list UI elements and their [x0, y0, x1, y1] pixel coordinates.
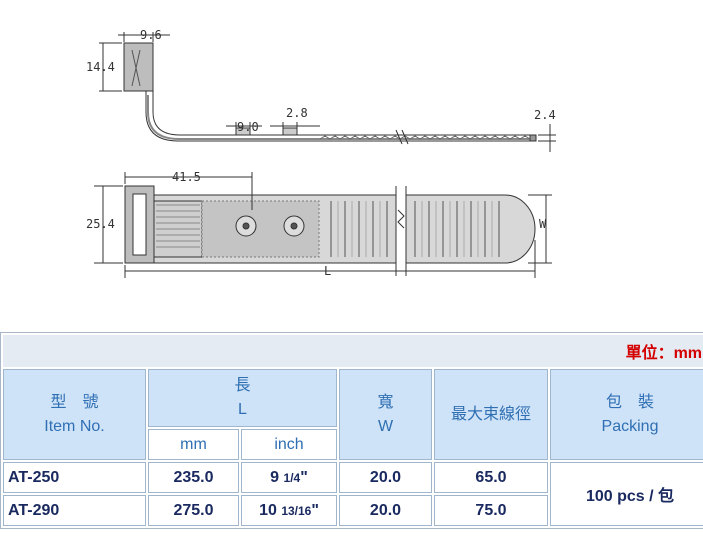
dim-width-label: W	[539, 217, 547, 231]
header-model-en: Item No.	[44, 417, 105, 435]
unit-row: 單位：mm	[3, 335, 703, 367]
row-length-mm: 275.0	[148, 495, 239, 526]
spec-table: 單位：mm 型 號 Item No. 長 L 寬 W 最大束線徑 包 裝 Pac…	[0, 332, 703, 529]
spec-table-container: 單位：mm 型 號 Item No. 長 L 寬 W 最大束線徑 包 裝 Pac…	[0, 332, 703, 541]
dim-tail-thickness: 2.4	[534, 108, 556, 122]
unit-label: 單位：mm	[3, 335, 703, 367]
header-packing: 包 裝 Packing	[550, 369, 703, 460]
row-width: 20.0	[339, 462, 432, 493]
inch-mark: "	[300, 468, 308, 486]
header-width-zh: 寬	[377, 393, 394, 411]
dim-head-height: 25.4	[86, 217, 115, 231]
header-length-en: L	[238, 401, 247, 418]
header-length-mm: mm	[148, 429, 239, 460]
header-row: 型 號 Item No. 長 L 寬 W 最大束線徑 包 裝 Packing	[3, 369, 703, 460]
row-model: AT-250	[3, 462, 146, 493]
header-max-bundle: 最大束線徑	[434, 369, 548, 460]
dim-top-height: 14.4	[86, 60, 115, 74]
header-packing-en: Packing	[601, 417, 659, 435]
row-bundle: 65.0	[434, 462, 548, 493]
header-model-zh: 型 號	[50, 393, 99, 411]
header-length-zh: 長	[234, 377, 251, 394]
header-length-inch: inch	[241, 429, 337, 460]
inch-whole: 10	[259, 501, 277, 519]
inch-whole: 9	[270, 468, 280, 486]
dim-top-width: 9.6	[140, 28, 162, 42]
row-length-inch: 10 13/16"	[241, 495, 337, 526]
side-view	[99, 32, 556, 152]
header-length: 長 L	[148, 369, 337, 427]
dim-mid-width: 9.0	[237, 120, 259, 134]
row-bundle: 75.0	[434, 495, 548, 526]
subheader-row: mm inch	[3, 429, 703, 460]
header-packing-zh: 包 裝	[606, 393, 655, 411]
inch-frac: 13/16	[281, 503, 312, 518]
header-width-en: W	[377, 417, 394, 435]
header-model: 型 號 Item No.	[3, 369, 146, 460]
row-length-mm: 235.0	[148, 462, 239, 493]
packing-cell: 100 pcs / 包	[550, 462, 703, 526]
header-width: 寬 W	[339, 369, 432, 460]
inch-mark: "	[311, 501, 319, 519]
technical-drawing: 9.6 14.4 9.0 2.8 2.4 41.5 25	[86, 28, 556, 278]
top-view	[94, 172, 552, 278]
table-row: AT-250 235.0 9 1/4" 20.0 65.0 100 pcs / …	[3, 462, 703, 526]
table-row: AT-290 275.0 10 13/16" 20.0 75.0	[3, 495, 703, 526]
dim-length-label: L	[324, 264, 331, 278]
dim-head-length: 41.5	[172, 170, 201, 184]
inch-frac: 1/4	[283, 470, 301, 485]
row-width: 20.0	[339, 495, 432, 526]
row-model: AT-290	[3, 495, 146, 526]
row-length-inch: 9 1/4"	[241, 462, 337, 493]
dim-slot-gap: 2.8	[286, 106, 308, 120]
